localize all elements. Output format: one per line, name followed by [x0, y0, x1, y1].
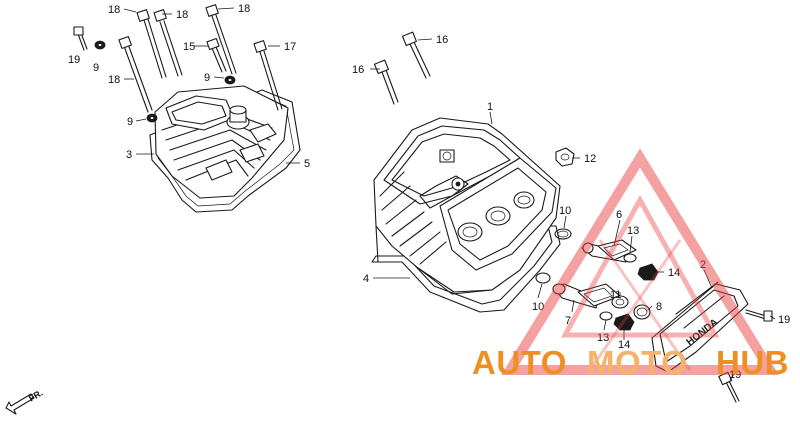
- callout-5: 5: [304, 158, 310, 170]
- callout-4: 4: [363, 273, 369, 285]
- callout-13: 13: [627, 225, 639, 237]
- callout-15: 15: [183, 41, 195, 53]
- callout-3: 3: [126, 149, 132, 161]
- valve-hole-parts: [535, 228, 659, 331]
- callout-14: 14: [668, 267, 680, 279]
- callout-18: 18: [108, 4, 120, 16]
- watermark-hub: HUB: [716, 344, 789, 381]
- callout-19: 19: [729, 369, 741, 381]
- callout-12: 12: [584, 153, 596, 165]
- callout-13: 13: [597, 332, 609, 344]
- watermark-moto: MOTO: [587, 344, 687, 381]
- callout-18: 18: [176, 9, 188, 21]
- callout-10: 10: [532, 301, 544, 313]
- head-bolts: [373, 31, 575, 167]
- callout-18: 18: [238, 3, 250, 15]
- head-cover-assembly: [149, 85, 301, 213]
- callout-14: 14: [618, 339, 630, 351]
- watermark-text: AUTO MOTO HUB: [472, 344, 789, 381]
- callout-18: 18: [108, 74, 120, 86]
- callout-11: 11: [610, 289, 621, 301]
- callout-10: 10: [559, 205, 571, 217]
- front-arrow: FR.: [5, 388, 45, 415]
- leader-lines: [123, 7, 776, 381]
- callout-2: 2: [700, 259, 706, 271]
- callout-19: 19: [778, 314, 790, 326]
- callout-17: 17: [284, 41, 296, 53]
- callout-16: 16: [436, 34, 448, 46]
- callout-9: 9: [127, 116, 133, 128]
- head-cover-gasket: [149, 89, 301, 213]
- watermark-logo: [501, 148, 779, 375]
- callout-labels: 18 18 18 18 15 17 19 9 9 9 3 5 16 16 1 1…: [68, 3, 790, 381]
- callout-7: 7: [565, 315, 571, 327]
- callout-9: 9: [93, 62, 99, 74]
- cover-bolts: [73, 4, 283, 123]
- callout-1: 1: [487, 101, 493, 113]
- front-label: FR.: [27, 388, 45, 404]
- callout-16: 16: [352, 64, 364, 76]
- cylinder-head: [371, 117, 561, 313]
- callout-6: 6: [616, 209, 622, 221]
- side-cover: HONDA: [651, 281, 773, 403]
- callout-8: 8: [656, 301, 662, 313]
- callout-9: 9: [204, 72, 210, 84]
- callout-19: 19: [68, 54, 80, 66]
- watermark-auto: AUTO: [472, 344, 567, 381]
